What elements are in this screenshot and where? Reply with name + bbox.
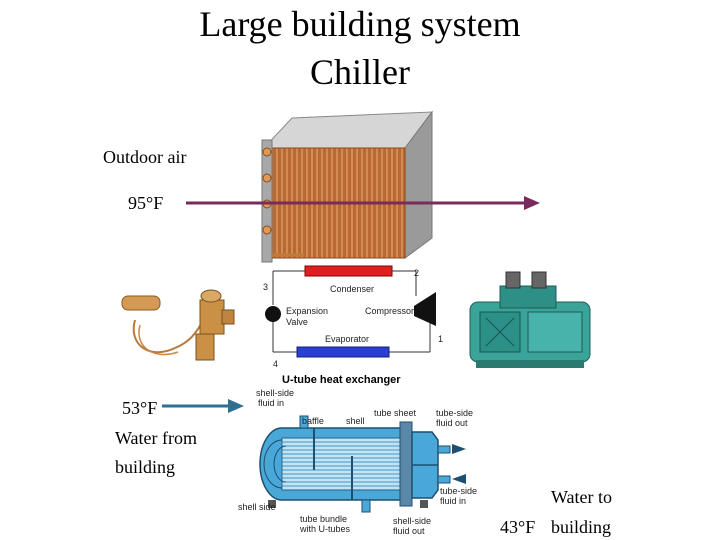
- cycle-caption: U-tube heat exchanger: [282, 374, 401, 386]
- state-point-1: 1: [438, 334, 444, 344]
- refrigeration-cycle-schematic: [265, 265, 436, 358]
- hx-tube-inlet-label-2: fluid in: [440, 496, 467, 506]
- outdoor-air-arrow: [186, 196, 540, 210]
- building-right-label: building: [551, 517, 612, 537]
- hx-shell-outlet-label-1: shell-side: [393, 516, 432, 526]
- water-from-label: Water from: [115, 428, 198, 448]
- outdoor-air-label: Outdoor air: [103, 147, 187, 167]
- compressor-image: [469, 271, 591, 368]
- hx-shell-inlet-label-2: fluid in: [258, 398, 285, 408]
- expansion-valve-label-2: Valve: [286, 317, 308, 327]
- expansion-valve-image: [121, 289, 235, 361]
- expansion-valve-symbol: [265, 306, 281, 322]
- return-water-temp-label: 43°F: [500, 517, 536, 537]
- condenser-label: Condenser: [330, 284, 375, 294]
- evaporator-bar: [296, 346, 390, 358]
- hx-shell-inlet-label-1: shell-side: [256, 388, 295, 398]
- compressor-label: Compressor: [365, 306, 415, 316]
- outdoor-temp-label: 95°F: [128, 193, 164, 213]
- water-inlet-arrow: [162, 399, 244, 413]
- hx-shell-outlet-label-2: fluid out: [393, 526, 425, 536]
- hx-shell-label: shell: [346, 416, 365, 426]
- hx-tube-bundle-label-1: tube bundle: [300, 514, 348, 524]
- state-point-2: 2: [414, 268, 420, 278]
- state-point-3: 3: [263, 282, 269, 292]
- hx-shell-side-label: shell side: [238, 502, 276, 512]
- hx-tube-outlet-label-1: tube-side: [436, 408, 474, 418]
- supply-water-temp-label: 53°F: [122, 398, 158, 418]
- building-left-label: building: [115, 457, 176, 477]
- water-to-label: Water to: [551, 487, 613, 507]
- hx-tube-bundle-label-2: with U-tubes: [300, 524, 351, 534]
- condenser-bar: [304, 265, 393, 277]
- compressor-symbol: [414, 292, 436, 326]
- evaporator-label: Evaporator: [325, 334, 370, 344]
- condenser-coil-image: [260, 110, 434, 263]
- hx-tube-outlet-label-2: fluid out: [436, 418, 468, 428]
- state-point-4: 4: [273, 359, 279, 369]
- hx-baffle-label: baffle: [302, 416, 324, 426]
- u-tube-heat-exchanger: [259, 415, 466, 513]
- page-title-line2: Chiller: [310, 52, 410, 92]
- expansion-valve-label-1: Expansion: [286, 306, 329, 316]
- hx-tube-sheet-label: tube sheet: [374, 408, 417, 418]
- page-title-line1: Large building system: [199, 4, 521, 44]
- hx-tube-inlet-label-1: tube-side: [440, 486, 478, 496]
